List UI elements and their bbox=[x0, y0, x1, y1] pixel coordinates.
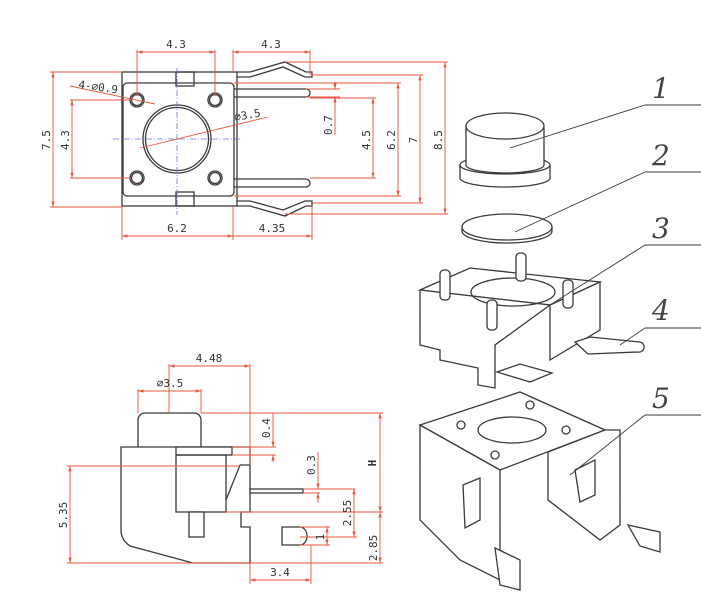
bottom-tab bbox=[175, 191, 195, 207]
dim-lead-width: 0.7 bbox=[322, 115, 335, 135]
exploded-view: 1 2 3 4 5 bbox=[417, 72, 701, 591]
dim-bottom-lead: 4.35 bbox=[259, 222, 286, 235]
dim-lead-height: 2.55 bbox=[341, 500, 354, 527]
side-lead bbox=[249, 488, 304, 494]
part-lead bbox=[494, 336, 645, 383]
side-pin bbox=[281, 526, 308, 546]
part-housing bbox=[417, 252, 603, 389]
dim-cap-dia: ⌀3.5 bbox=[233, 107, 261, 124]
mounting-holes bbox=[129, 92, 223, 186]
part-cap bbox=[459, 112, 551, 188]
dim-lead-pitch: 4.5 bbox=[360, 130, 373, 150]
part-frame bbox=[418, 391, 661, 591]
dim-overall: 8.5 bbox=[432, 130, 445, 150]
dim-bottom-body: 6.2 bbox=[167, 222, 187, 235]
dim-gap: 0.4 bbox=[260, 418, 273, 438]
dim-hole: 4-⌀0.9 bbox=[78, 78, 119, 96]
part-leader-lines bbox=[509, 104, 701, 476]
bent-leg-bottom bbox=[237, 200, 313, 217]
part-number-5: 5 bbox=[652, 382, 670, 415]
dim-body: 6.2 bbox=[385, 130, 398, 150]
top-view: 4.3 4.3 4-⌀0.9 ⌀3.5 7.5 4.3 0.7 4.5 6.2 … bbox=[40, 38, 448, 240]
dim-pin-dia: 1 bbox=[314, 534, 327, 541]
top-view-dim-lines bbox=[50, 50, 448, 240]
dim-lead-span: 4.3 bbox=[261, 38, 281, 51]
side-post bbox=[188, 511, 205, 538]
dim-outer: 7 bbox=[407, 137, 420, 144]
dim-lead-thick: 0.3 bbox=[305, 455, 318, 475]
bent-leg-top bbox=[237, 61, 313, 78]
side-view: 4.48 ⌀3.5 0.4 0.3 H 5.35 2.55 1 2.85 3.4 bbox=[57, 352, 383, 584]
side-body bbox=[120, 446, 251, 564]
dim-side-cap-dia: ⌀3.5 bbox=[157, 377, 184, 390]
lead-lower bbox=[234, 178, 311, 188]
dim-hole-pitch: 4.3 bbox=[59, 130, 72, 150]
dim-offset: 4.48 bbox=[196, 352, 223, 365]
dim-top-span: 4.3 bbox=[166, 38, 186, 51]
dim-height: H bbox=[366, 460, 379, 467]
side-view-dim-lines bbox=[67, 364, 383, 584]
dim-base: 2.85 bbox=[367, 535, 380, 562]
side-cap bbox=[137, 412, 202, 447]
part-number-2: 2 bbox=[651, 139, 670, 172]
lead-upper bbox=[234, 88, 311, 98]
part-number-4: 4 bbox=[651, 294, 670, 327]
part-number-3: 3 bbox=[652, 212, 670, 245]
side-plate bbox=[175, 446, 233, 456]
part-number-1: 1 bbox=[652, 72, 670, 105]
part-dome-disc bbox=[461, 213, 553, 244]
dim-total: 5.35 bbox=[57, 502, 70, 529]
switch-body-top bbox=[122, 82, 235, 197]
side-slope bbox=[225, 464, 250, 501]
dim-height-left: 7.5 bbox=[40, 130, 53, 150]
top-tab bbox=[175, 71, 195, 87]
dim-pin-offset: 3.4 bbox=[270, 566, 290, 579]
